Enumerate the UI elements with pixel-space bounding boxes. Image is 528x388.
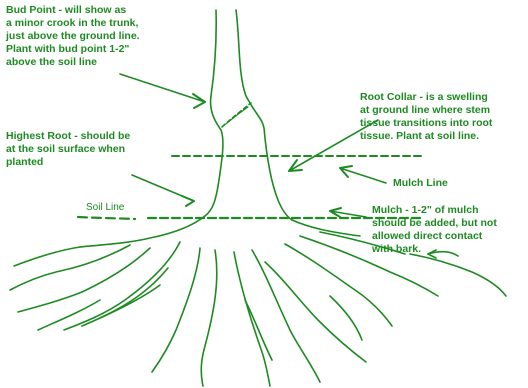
root [252, 250, 320, 382]
highest-root-label-line: planted [6, 156, 130, 169]
mulch-label-line: should be added, but not [372, 217, 497, 230]
root [410, 254, 506, 296]
soil-line-label-text: Soil Line [86, 201, 124, 214]
trunk-left-outline [205, 10, 223, 216]
root [245, 300, 272, 360]
root [152, 248, 200, 372]
soil-line-left-dashes [78, 217, 135, 219]
root [265, 262, 366, 362]
bud-point-label-line: Plant with bud point 1-2" [6, 43, 140, 56]
root [14, 247, 80, 266]
root [285, 244, 392, 326]
root [38, 300, 100, 330]
root-collar-label-line: Root Collar - is a swelling [360, 91, 492, 104]
bud-point-arrow [120, 74, 205, 102]
mulch-line-label: Mulch Line [393, 177, 448, 190]
highest-root-label: Highest Root - should be at the soil sur… [6, 130, 130, 169]
highest-root-arrowhead [182, 196, 194, 206]
highest-root-label-line: Highest Root - should be [6, 130, 130, 143]
root-flare-left [80, 216, 205, 247]
root [330, 296, 362, 340]
root [10, 245, 130, 290]
trunk-right-outline [236, 10, 292, 220]
root-collar-label-line: at ground line where stem [360, 104, 492, 117]
root-collar-label: Root Collar - is a swelling at ground li… [360, 91, 492, 143]
root [234, 252, 270, 386]
bud-point-label-line: Bud Point - will show as [6, 4, 140, 17]
bud-point-label: Bud Point - will show as a minor crook i… [6, 4, 140, 69]
root [64, 242, 180, 330]
highest-root-label-line: at the soil surface when [6, 143, 130, 156]
bud-point-arrowhead [193, 94, 205, 108]
mulch-label-line: Mulch - 1-2" of mulch [372, 204, 497, 217]
root-collar-label-line: tissue. Plant at soil line. [360, 130, 492, 143]
mulch-label-line: allowed direct contact [372, 230, 497, 243]
root-collar-label-line: tissue transitions into root [360, 117, 492, 130]
mulch-label: Mulch - 1-2" of mulch should be added, b… [372, 204, 497, 256]
bud-point-label-line: just above the ground line. [6, 30, 140, 43]
bud-point-label-line: a minor crook in the trunk, [6, 17, 140, 30]
root [82, 285, 160, 326]
mulch-line-label-text: Mulch Line [393, 177, 448, 190]
soil-line-label: Soil Line [86, 201, 124, 214]
bud-point-label-line: above the soil line [6, 56, 140, 69]
root [201, 250, 217, 386]
mulch-label-line: with bark. [372, 243, 497, 256]
bud-point-mark-lower [226, 107, 248, 124]
